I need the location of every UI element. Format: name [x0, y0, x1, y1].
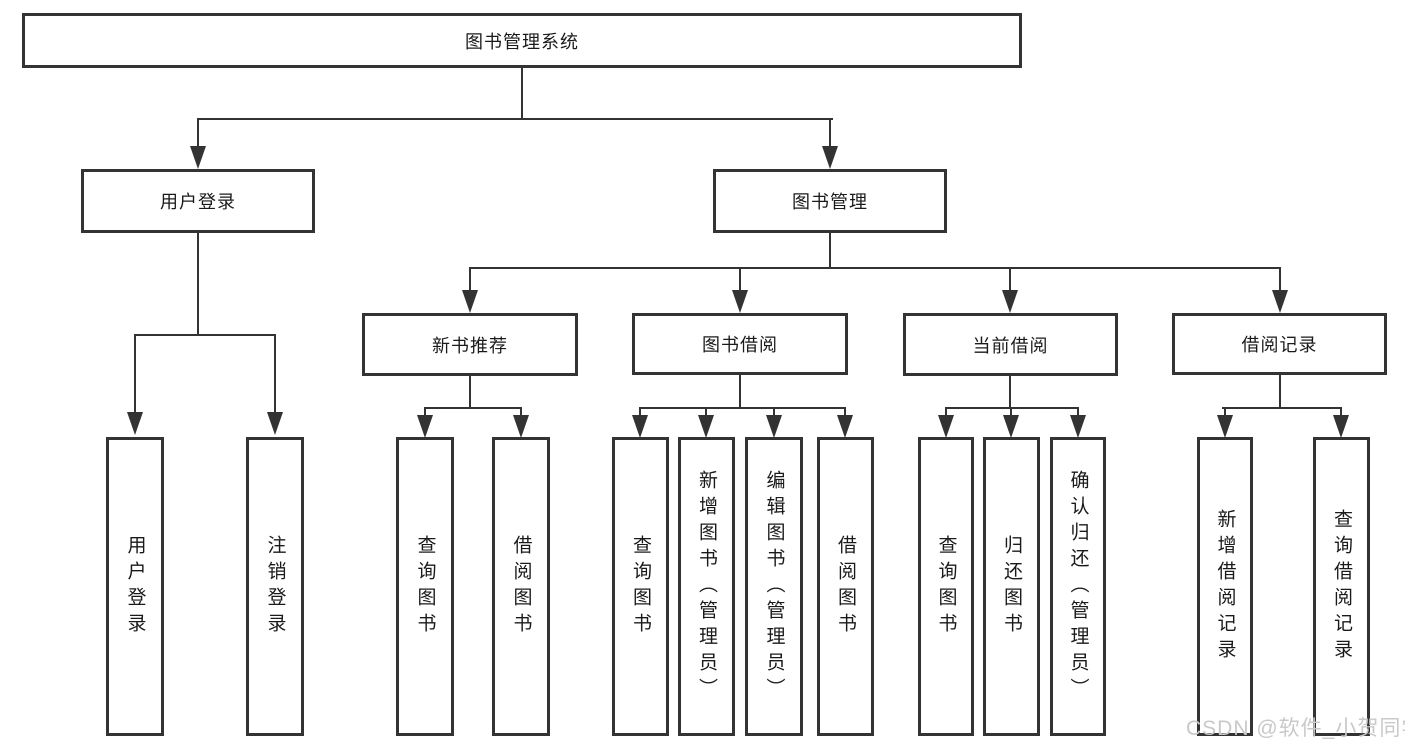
- leaf-add-books-admin: 新增图书（管理员）: [678, 437, 735, 736]
- node-new-book-recommend-label: 新书推荐: [432, 335, 508, 356]
- node-book-management: 图书管理: [713, 169, 947, 233]
- leaf-query-borrow-record-label: 查询借阅记录: [1331, 508, 1352, 665]
- connector-vline: [1077, 407, 1079, 417]
- connector-vline: [1009, 376, 1011, 409]
- leaf-add-borrow-record-label: 新增借阅记录: [1214, 508, 1236, 665]
- node-current-borrowing-label: 当前借阅: [972, 335, 1049, 356]
- connector-hline: [197, 118, 833, 120]
- connector-vline: [739, 267, 741, 292]
- connector-vline: [1279, 375, 1281, 409]
- leaf-query-books-borrowing: 查询图书: [612, 437, 669, 736]
- leaf-confirm-return-admin: 确认归还（管理员）: [1050, 437, 1106, 736]
- connector-vline: [521, 68, 523, 119]
- connector-vline: [1224, 407, 1226, 417]
- connector-vline: [639, 407, 641, 417]
- node-current-borrowing: 当前借阅: [903, 313, 1118, 376]
- connector-arrow-down: [417, 415, 433, 438]
- node-new-book-recommend: 新书推荐: [362, 313, 578, 376]
- connector-vline: [134, 334, 136, 414]
- connector-vline: [197, 118, 199, 148]
- connector-arrow-down: [632, 415, 648, 438]
- connector-arrow-down: [127, 412, 143, 435]
- connector-arrow-down: [267, 412, 283, 435]
- leaf-query-books-recommend: 查询图书: [396, 437, 454, 736]
- node-user-login-label: 用户登录: [160, 192, 236, 212]
- node-root-label: 图书管理系统: [465, 31, 579, 52]
- leaf-borrow-books-recommend-label: 借阅图书: [510, 534, 532, 639]
- connector-vline: [1010, 407, 1012, 417]
- connector-vline: [829, 233, 831, 269]
- connector-arrow-down: [462, 290, 478, 313]
- connector-hline: [945, 407, 1079, 409]
- leaf-query-borrow-record: 查询借阅记录: [1313, 437, 1370, 736]
- leaf-confirm-return-admin-label: 确认归还（管理员）: [1067, 469, 1089, 704]
- connector-arrow-down: [1003, 415, 1019, 438]
- connector-hline: [424, 407, 522, 409]
- connector-arrow-down: [1002, 290, 1018, 313]
- leaf-user-login: 用户登录: [106, 437, 164, 736]
- watermark: CSDN @软件_小贺同学: [1186, 717, 1405, 740]
- node-book-borrowing: 图书借阅: [632, 313, 848, 375]
- connector-hline: [1222, 407, 1342, 409]
- connector-vline: [274, 334, 276, 414]
- connector-vline: [945, 407, 947, 417]
- node-borrowing-records: 借阅记录: [1172, 313, 1387, 375]
- connector-arrow-down: [732, 290, 748, 313]
- leaf-query-books-borrowing-label: 查询图书: [630, 534, 651, 639]
- connector-arrow-down: [1272, 290, 1288, 313]
- connector-arrow-down: [190, 146, 206, 169]
- leaf-query-books-recommend-label: 查询图书: [414, 534, 436, 639]
- connector-vline: [469, 267, 471, 292]
- connector-vline: [197, 233, 199, 336]
- leaf-borrow-books-borrowing: 借阅图书: [817, 437, 874, 736]
- node-borrowing-records-label: 借阅记录: [1241, 335, 1318, 355]
- leaf-query-books-current-label: 查询图书: [935, 534, 957, 639]
- connector-arrow-down: [822, 146, 838, 169]
- leaf-borrow-books-borrowing-label: 借阅图书: [835, 534, 856, 639]
- connector-hline: [639, 407, 846, 409]
- connector-vline: [739, 374, 741, 409]
- connector-arrow-down: [1217, 415, 1233, 438]
- connector-hline: [469, 267, 1281, 269]
- connector-vline: [469, 376, 471, 409]
- leaf-query-books-current: 查询图书: [918, 437, 974, 736]
- connector-vline: [1279, 267, 1281, 292]
- leaf-return-books-label: 归还图书: [1001, 534, 1022, 639]
- leaf-borrow-books-recommend: 借阅图书: [492, 437, 550, 736]
- connector-arrow-down: [766, 415, 782, 438]
- connector-vline: [705, 407, 707, 417]
- connector-arrow-down: [837, 415, 853, 438]
- leaf-user-login-label: 用户登录: [124, 534, 146, 639]
- connector-vline: [424, 407, 426, 417]
- node-book-borrowing-label: 图书借阅: [702, 335, 778, 355]
- connector-hline: [134, 334, 276, 336]
- connector-vline: [844, 407, 846, 417]
- leaf-return-books: 归还图书: [983, 437, 1040, 736]
- connector-arrow-down: [513, 415, 529, 438]
- connector-arrow-down: [698, 415, 714, 438]
- connector-arrow-down: [1070, 415, 1086, 438]
- leaf-edit-books-admin: 编辑图书（管理员）: [745, 437, 803, 736]
- connector-vline: [773, 407, 775, 417]
- connector-vline: [520, 407, 522, 417]
- leaf-edit-books-admin-label: 编辑图书（管理员）: [763, 469, 785, 704]
- connector-vline: [829, 118, 831, 148]
- connector-vline: [1009, 267, 1011, 292]
- node-root: 图书管理系统: [22, 13, 1022, 68]
- leaf-add-borrow-record: 新增借阅记录: [1197, 437, 1253, 736]
- connector-arrow-down: [938, 415, 954, 438]
- node-user-login: 用户登录: [81, 169, 315, 233]
- leaf-logout: 注销登录: [246, 437, 304, 736]
- connector-vline: [1340, 407, 1342, 417]
- leaf-logout-label: 注销登录: [264, 534, 286, 639]
- node-book-management-label: 图书管理: [792, 192, 868, 212]
- connector-arrow-down: [1333, 415, 1349, 438]
- leaf-add-books-admin-label: 新增图书（管理员）: [696, 469, 717, 704]
